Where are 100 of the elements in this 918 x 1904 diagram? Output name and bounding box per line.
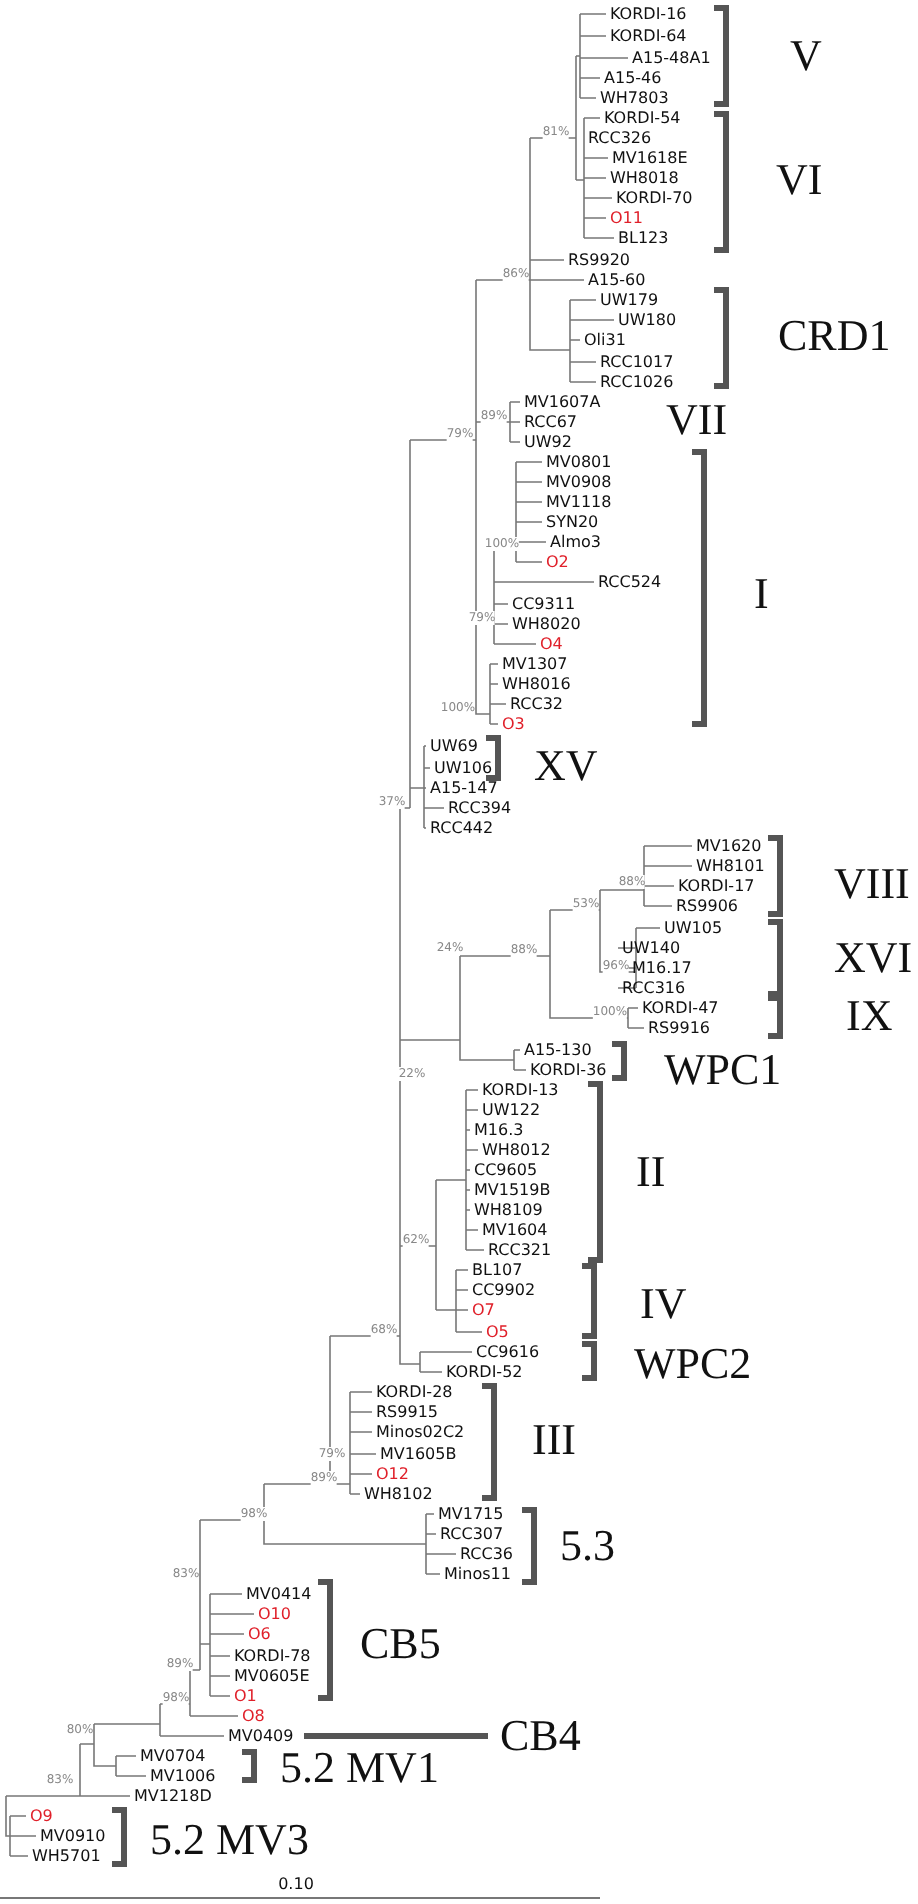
strain-label: WH8101 [696,857,765,875]
strain-label: RCC67 [524,413,578,431]
strain-label: O12 [376,1465,409,1483]
clade-label: I [754,568,769,620]
strain-label: O1 [234,1687,257,1705]
strain-label: CC9902 [472,1281,536,1299]
strain-label: UW180 [618,311,677,329]
clade-label: XV [534,740,598,792]
strain-label: MV0801 [546,453,612,471]
strain-label: WH8016 [502,675,571,693]
strain-label: O8 [242,1707,265,1725]
strain-label: CC9605 [474,1161,538,1179]
strain-label: WH8109 [474,1201,543,1219]
strain-label: O2 [546,553,569,571]
clade-label: WPC1 [664,1044,782,1096]
strain-label: A15-147 [430,779,498,797]
strain-label: CC9616 [476,1343,540,1361]
clade-label: 5.2 MV3 [150,1814,309,1866]
strain-label: KORDI-13 [482,1081,559,1099]
strain-label: MV1118 [546,493,612,511]
strain-label: MV0414 [246,1585,312,1603]
strain-label: RCC326 [588,129,652,147]
clade-label: CB5 [360,1618,441,1670]
strain-label: KORDI-70 [616,189,693,207]
clade-label: V [790,30,822,82]
strain-label: RCC32 [510,695,564,713]
strain-label: CC9311 [512,595,576,613]
strain-label: MV0409 [228,1727,294,1745]
clade-label: III [532,1414,576,1466]
strain-label: MV1006 [150,1767,216,1785]
strain-label: MV0908 [546,473,612,491]
strain-label: RCC442 [430,819,494,837]
strain-label: KORDI-64 [610,27,687,45]
strain-label: UW122 [482,1101,541,1119]
strain-label: UW105 [664,919,723,937]
strain-label: MV0605E [234,1667,310,1685]
strain-label: MV1620 [696,837,762,855]
clade-label: 5.2 MV1 [280,1742,439,1794]
strain-label: MV1307 [502,655,568,673]
strain-label: BL107 [472,1261,523,1279]
strain-label: MV1715 [438,1505,504,1523]
strain-label: RCC321 [488,1241,552,1259]
strain-label: Almo3 [550,533,601,551]
strain-label: A15-48A1 [632,49,711,67]
strain-label: KORDI-78 [234,1647,311,1665]
strain-label: O6 [248,1625,271,1643]
strain-label: KORDI-17 [678,877,755,895]
clade-label: VII [666,394,728,446]
strain-label: Minos02C2 [376,1423,465,1441]
clade-label: 5.3 [560,1520,615,1572]
strain-label: A15-130 [524,1041,592,1059]
strain-label: O7 [472,1301,495,1319]
strain-label: RCC316 [622,979,686,997]
strain-label: RS9920 [568,251,630,269]
strain-label: MV0910 [40,1827,106,1845]
strain-label: MV1607A [524,393,601,411]
strain-label: KORDI-54 [604,109,681,127]
strain-label: A15-60 [588,271,646,289]
strain-label: WH8018 [610,169,679,187]
clade-label: II [636,1146,666,1198]
clade-label: XVI [834,932,913,984]
strain-label: Oli31 [584,331,626,349]
strain-label: MV1519B [474,1181,551,1199]
clade-label: VI [776,154,823,206]
strain-label: A15-46 [604,69,662,87]
strain-label: UW106 [434,759,493,777]
strain-label: KORDI-52 [446,1363,523,1381]
strain-label: RCC524 [598,573,662,591]
strain-label: BL123 [618,229,669,247]
strain-label: RCC1017 [600,353,674,371]
strain-label: RS9906 [676,897,738,915]
strain-label: KORDI-36 [530,1061,607,1079]
strain-label: KORDI-28 [376,1383,453,1401]
strain-label: WH8012 [482,1141,551,1159]
strain-label: UW92 [524,433,572,451]
strain-label: MV1618E [612,149,688,167]
strain-label: RCC1026 [600,373,674,391]
strain-label: WH8020 [512,615,581,633]
strain-label: UW179 [600,291,659,309]
strain-label: RCC307 [440,1525,504,1543]
strain-label: MV0704 [140,1747,206,1765]
clade-label: WPC2 [634,1338,752,1390]
strain-label: WH5701 [32,1847,101,1865]
strain-label: MV1218D [134,1787,212,1805]
clade-label: IX [846,990,893,1042]
strain-label: O9 [30,1807,53,1825]
strain-label: O10 [258,1605,291,1623]
clade-label: CB4 [500,1710,581,1762]
strain-label: O4 [540,635,563,653]
strain-label: KORDI-47 [642,999,719,1017]
clade-label: VIII [834,858,910,910]
strain-label: O11 [610,209,643,227]
strain-label: M16.17 [632,959,692,977]
strain-label: UW140 [622,939,681,957]
strain-label: RS9916 [648,1019,710,1037]
strain-label: WH7803 [600,89,669,107]
strain-label: RS9915 [376,1403,438,1421]
strain-label: RCC36 [460,1545,514,1563]
strain-label: RCC394 [448,799,512,817]
strain-label: WH8102 [364,1485,433,1503]
